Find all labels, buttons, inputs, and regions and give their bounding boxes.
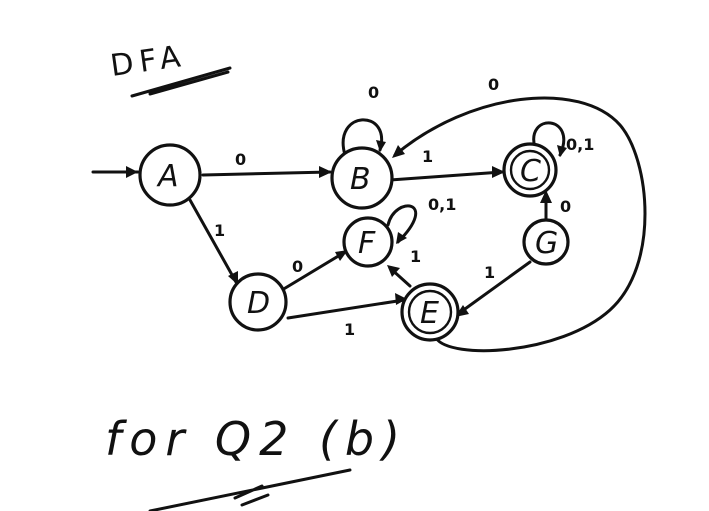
edge-e-b-head: [392, 145, 405, 158]
edge-d-e-head: [395, 293, 407, 305]
state-f-label: F: [358, 226, 376, 261]
edge-d-f: [280, 250, 347, 292]
label-d-e: 1: [344, 320, 355, 339]
label-b-b: 0: [368, 83, 379, 102]
start-arrow-head: [126, 166, 138, 178]
label-g-c: 0: [560, 197, 571, 216]
edge-a-b: [201, 170, 332, 177]
label-e-b: 0: [488, 75, 499, 94]
edge-c-c: [532, 121, 566, 157]
state-g: G: [522, 218, 570, 266]
edge-g-c-head: [540, 190, 552, 203]
edge-b-c: [388, 170, 504, 182]
edge-b-b-head: [376, 140, 386, 152]
question-reference: for Q2 (b): [105, 412, 408, 466]
state-c: C: [502, 142, 558, 198]
edge-d-e: [286, 298, 406, 320]
label-d-f: 0: [292, 257, 303, 276]
state-e-label: E: [420, 296, 439, 331]
state-a: A: [138, 143, 202, 207]
edge-e-f-head: [387, 265, 400, 277]
label-c-c: 0,1: [566, 135, 594, 154]
edge-d-f-head: [335, 250, 348, 261]
state-d: D: [228, 272, 288, 332]
label-b-c: 1: [422, 147, 433, 166]
transition-labels-layer: 0 1 0 1 0,1 0 1 1 0 0,1 0 1: [214, 75, 594, 339]
state-b: B: [330, 146, 394, 210]
transitions-layer: [91, 96, 647, 353]
state-b-label: B: [350, 162, 371, 197]
edge-b-c-head: [492, 166, 505, 178]
footer-underline: [148, 468, 352, 511]
edge-a-b-head: [319, 166, 332, 178]
states-layer: A B C D E F G: [138, 142, 570, 342]
state-e: E: [400, 282, 460, 342]
state-d-label: D: [247, 286, 270, 321]
edge-f-f-head: [396, 232, 407, 244]
label-e-f: 1: [410, 247, 421, 266]
title-underline: [130, 66, 232, 98]
edge-f-f: [386, 204, 418, 244]
state-f: F: [342, 216, 394, 268]
label-a-d: 1: [214, 221, 225, 240]
state-a-label: A: [156, 159, 179, 194]
edge-a-d: [188, 198, 238, 284]
state-g-label: G: [535, 226, 558, 261]
label-g-e: 1: [484, 263, 495, 282]
label-f-f: 0,1: [428, 195, 456, 214]
diagram-title: DFA: [108, 39, 188, 84]
label-a-b: 0: [235, 150, 246, 169]
edge-b-b: [341, 118, 384, 157]
state-c-label: C: [520, 154, 541, 189]
edge-g-e: [456, 260, 532, 316]
edge-c-c-head: [557, 145, 567, 157]
edge-a-d-head: [228, 271, 238, 285]
edge-e-b: [393, 96, 647, 353]
